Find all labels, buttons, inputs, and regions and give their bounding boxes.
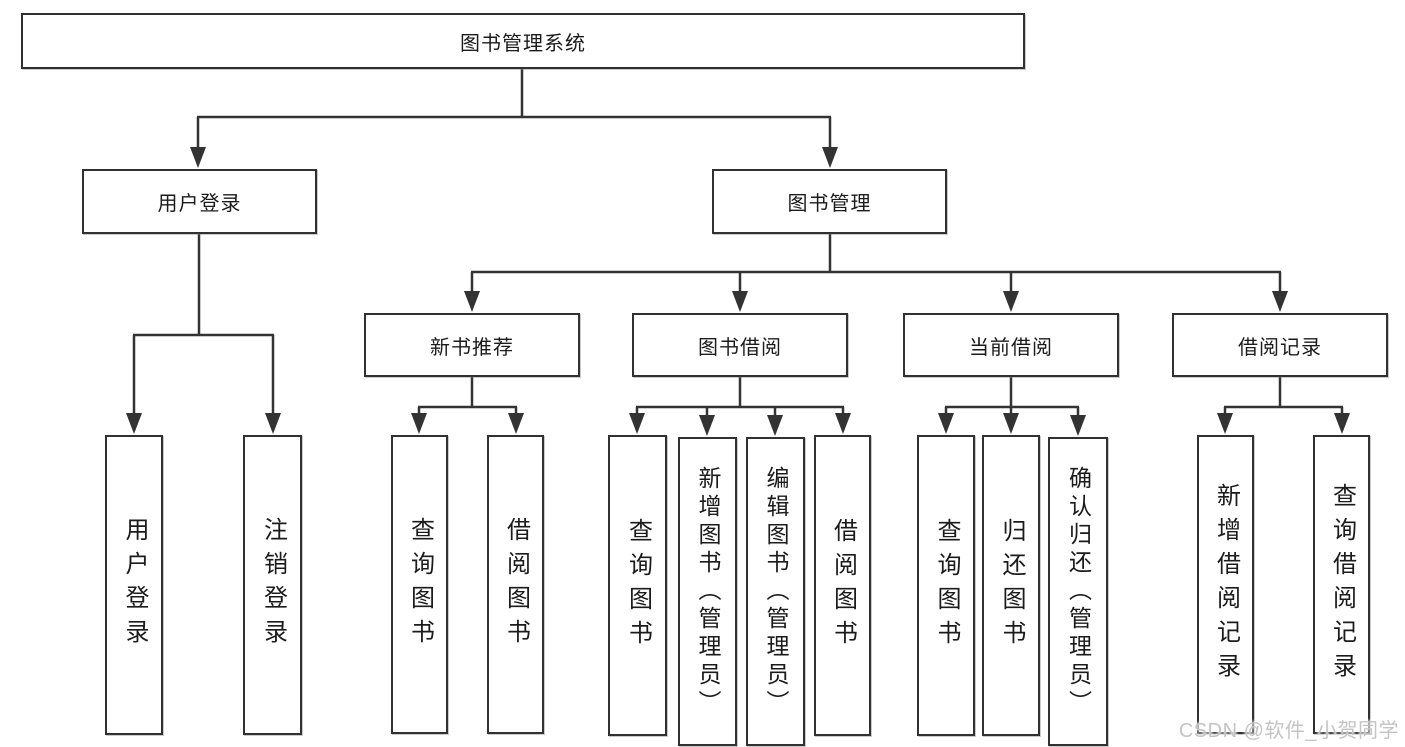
node-library-management-system: 图书管理系统 (21, 13, 1025, 69)
leaf-add-borrow-record: 新增借阅记录 (1197, 435, 1254, 734)
node-label: 图书借阅 (698, 336, 782, 359)
node-new-book-recommendation: 新书推荐 (364, 313, 580, 377)
node-user-login: 用户登录 (82, 169, 317, 234)
csdn-watermark: CSDN @软件_小贺同学 (1178, 720, 1399, 742)
node-label: 借阅记录 (1238, 336, 1322, 359)
leaf-label: 查询图书 (406, 516, 434, 653)
arrowheads (126, 147, 1350, 436)
node-book-management: 图书管理 (712, 169, 947, 234)
node-label: 图书管理 (787, 193, 872, 215)
node-label: 新书推荐 (430, 336, 514, 359)
leaf-label: 确认归还（管理员） (1065, 465, 1092, 718)
leaf-edit-books-admin: 编辑图书（管理员） (746, 437, 805, 746)
leaf-label: 查询图书 (933, 517, 960, 654)
node-current-borrowing: 当前借阅 (903, 313, 1119, 377)
leaf-query-books-recommend: 查询图书 (391, 435, 448, 734)
node-label: 当前借阅 (969, 336, 1053, 359)
leaf-label: 编辑图书（管理员） (763, 465, 789, 718)
leaf-borrow-books-borrowing: 借阅图书 (814, 435, 871, 736)
leaf-label: 注销登录 (259, 517, 287, 653)
leaf-borrow-books-recommend: 借阅图书 (487, 435, 544, 734)
node-label: 用户登录 (157, 193, 242, 215)
leaf-query-books-current: 查询图书 (917, 435, 975, 736)
leaf-query-books-borrowing: 查询图书 (608, 435, 667, 736)
leaf-label: 借阅图书 (502, 516, 530, 653)
node-label: 图书管理系统 (460, 32, 586, 55)
leaf-logout-login: 注销登录 (243, 435, 302, 735)
leaf-label: 查询图书 (624, 517, 652, 654)
leaf-query-borrow-record: 查询借阅记录 (1313, 435, 1370, 734)
leaf-label: 新增图书（管理员） (695, 465, 721, 718)
node-borrowing-records: 借阅记录 (1172, 313, 1388, 377)
leaf-label: 新增借阅记录 (1212, 482, 1240, 687)
leaf-label: 借阅图书 (829, 517, 857, 654)
leaf-label: 查询借阅记录 (1328, 482, 1356, 687)
leaf-user-login: 用户登录 (105, 435, 163, 735)
leaf-return-books: 归还图书 (982, 435, 1040, 736)
leaf-label: 归还图书 (998, 517, 1025, 654)
leaf-add-books-admin: 新增图书（管理员） (678, 437, 737, 746)
node-book-borrowing: 图书借阅 (632, 313, 848, 377)
leaf-confirm-return-admin: 确认归还（管理员） (1048, 437, 1108, 746)
leaf-label: 用户登录 (121, 517, 148, 653)
